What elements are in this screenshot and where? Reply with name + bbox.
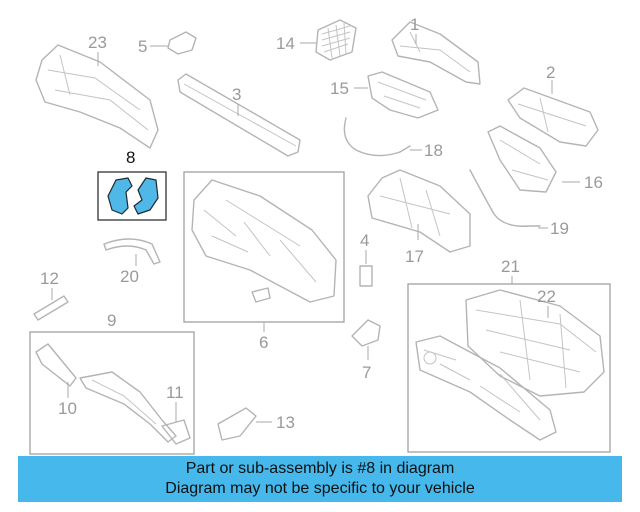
callout-8: 8	[126, 148, 135, 167]
callout-1: 1	[410, 15, 419, 34]
part-12-trim-strip	[33, 295, 69, 321]
callout-2: 2	[546, 63, 555, 82]
part-20-arc	[103, 238, 161, 265]
part-14-grille	[315, 19, 357, 61]
callout-22: 22	[537, 287, 556, 306]
part-8-highlighted[interactable]	[107, 177, 159, 215]
callout-17: 17	[405, 247, 424, 266]
callout-7: 7	[362, 363, 371, 382]
callout-5: 5	[138, 37, 147, 56]
callout-3: 3	[232, 85, 241, 104]
part-2-panel	[507, 87, 599, 147]
callout-16: 16	[584, 173, 603, 192]
part-19-cable	[469, 169, 541, 227]
part-6-dash-insulator	[191, 179, 337, 303]
part-18-cable	[343, 117, 411, 157]
part-22-insulator	[465, 289, 605, 397]
part-7-bracket	[351, 319, 381, 347]
part-3-cowl-rail	[177, 73, 301, 157]
callout-10: 10	[58, 399, 77, 418]
callout-11: 11	[166, 383, 184, 402]
part-1-cowl-panel	[391, 21, 481, 85]
part-10-panel	[35, 343, 77, 387]
part-16-side-bracket	[487, 125, 557, 193]
part-11-bracket	[161, 419, 191, 445]
part-9-member	[79, 371, 177, 443]
part-21-box	[407, 283, 611, 453]
banner-line-1: Part or sub-assembly is #8 in diagram	[185, 460, 455, 477]
parts-diagram-svg: 23 5 14 1 3 15 2 18	[29, 15, 611, 455]
callout-13: 13	[276, 413, 295, 432]
part-17-side-panel	[367, 169, 471, 253]
parts-diagram: 23 5 14 1 3 15 2 18	[29, 15, 611, 455]
callout-23: 23	[88, 33, 107, 52]
callout-21: 21	[501, 257, 520, 276]
callout-6: 6	[259, 333, 268, 352]
part-9-box	[29, 331, 195, 455]
callout-9: 9	[107, 311, 116, 330]
part-23-dash-panel	[35, 44, 159, 149]
callout-14: 14	[276, 34, 295, 53]
part-5-bracket	[167, 31, 197, 55]
callout-4: 4	[360, 231, 369, 250]
callout-20: 20	[120, 267, 139, 286]
callout-18: 18	[424, 141, 443, 160]
info-banner: Part or sub-assembly is #8 in diagram Di…	[18, 456, 622, 502]
part-4-clip	[359, 265, 373, 287]
callout-19: 19	[550, 219, 569, 238]
banner-line-2: Diagram may not be specific to your vehi…	[165, 480, 475, 497]
callout-15: 15	[330, 79, 349, 98]
callout-12: 12	[40, 269, 59, 288]
part-8-box	[97, 171, 167, 221]
part-13-bracket	[217, 407, 257, 441]
part-21-assembly	[415, 335, 557, 441]
part-15-bracket	[367, 71, 439, 119]
